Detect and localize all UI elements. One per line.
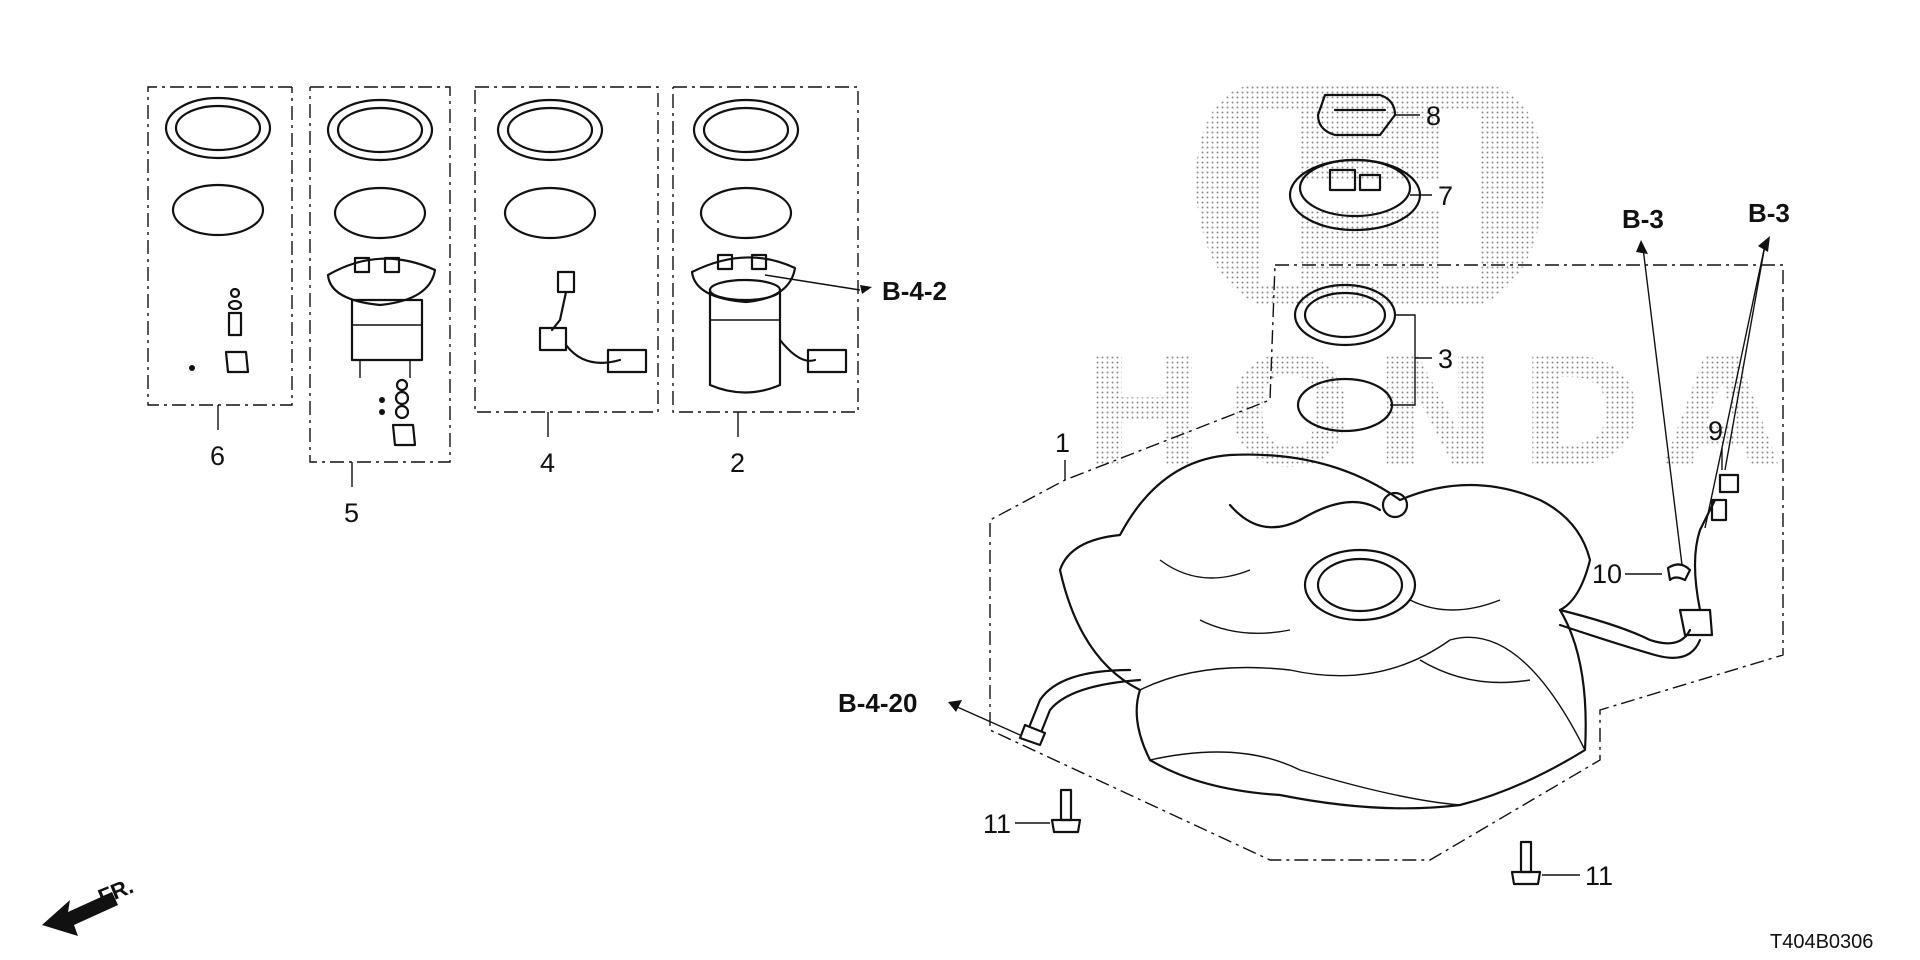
o-ring-6 <box>171 183 265 237</box>
front-direction-indicator: FR. <box>42 873 137 936</box>
callout-4: 4 <box>540 448 555 478</box>
callout-1: 1 <box>1055 428 1070 458</box>
front-arrow-icon <box>42 892 118 936</box>
callout-7: 7 <box>1438 181 1453 211</box>
lock-ring-6 <box>164 96 272 160</box>
reference-b-4-20: B-4-20 <box>838 688 1021 736</box>
part-7-lid: 7 <box>1288 158 1453 232</box>
honda-watermark: HONDA <box>1080 85 1799 501</box>
o-ring-5 <box>333 186 427 240</box>
o-ring-2 <box>699 186 793 240</box>
fuel-tank <box>1058 453 1592 810</box>
callout-2: 2 <box>730 448 745 478</box>
part-group-6: 6 <box>147 86 293 471</box>
part-10-clip: 10 <box>1592 559 1692 589</box>
reference-b-3-left: B-3 <box>1622 204 1683 566</box>
reference-b-4-2: B-4-2 <box>860 276 947 306</box>
callout-6: 6 <box>210 441 225 471</box>
front-direction-label: FR. <box>95 873 137 909</box>
fuel-pump-module-2 <box>690 253 848 394</box>
pressure-regulator-6 <box>189 287 250 374</box>
part-9-connector: 9 <box>1708 416 1740 522</box>
pressure-regulator-5 <box>379 378 417 447</box>
reference-b-3-right-label: B-3 <box>1748 198 1790 228</box>
reference-b-4-20-label: B-4-20 <box>838 688 917 718</box>
callout-8: 8 <box>1426 101 1441 131</box>
part-group-2: 2 <box>672 86 861 478</box>
lock-ring-2 <box>692 98 800 162</box>
part-3-lock-ring-and-seal: 3 <box>1293 283 1453 433</box>
fuel-tank-pump-opening <box>1303 548 1417 622</box>
fuel-pump-module-5 <box>326 256 437 378</box>
part-11-bolt-right: 11 <box>1510 840 1613 891</box>
lock-ring-5 <box>326 98 434 162</box>
fuel-gauge-sender-4 <box>538 270 648 374</box>
part-group-5: 5 <box>309 86 451 528</box>
o-ring-4 <box>503 186 597 240</box>
callout-10: 10 <box>1592 559 1622 589</box>
reference-b-3-left-label: B-3 <box>1622 204 1664 234</box>
figure-code: T404B0306 <box>1770 931 1873 953</box>
fuel-filler-hose <box>1018 498 1717 747</box>
honda-watermark-text: HONDA <box>1080 327 1799 501</box>
callout-5: 5 <box>344 498 359 528</box>
reference-b-4-2-label: B-4-2 <box>882 276 947 306</box>
part-11-bolt-left: 11 <box>983 788 1082 839</box>
callout-3: 3 <box>1438 344 1453 374</box>
callout-11-left: 11 <box>983 809 1011 839</box>
reference-b-3-right: B-3 <box>1704 198 1790 529</box>
callout-11-right: 11 <box>1585 861 1613 891</box>
part-group-4: 4 <box>474 86 659 478</box>
part-group-1: 1 <box>989 264 1784 861</box>
part-8-cover: 8 <box>1316 93 1441 137</box>
callout-9: 9 <box>1708 416 1723 446</box>
lock-ring-4 <box>496 98 604 162</box>
